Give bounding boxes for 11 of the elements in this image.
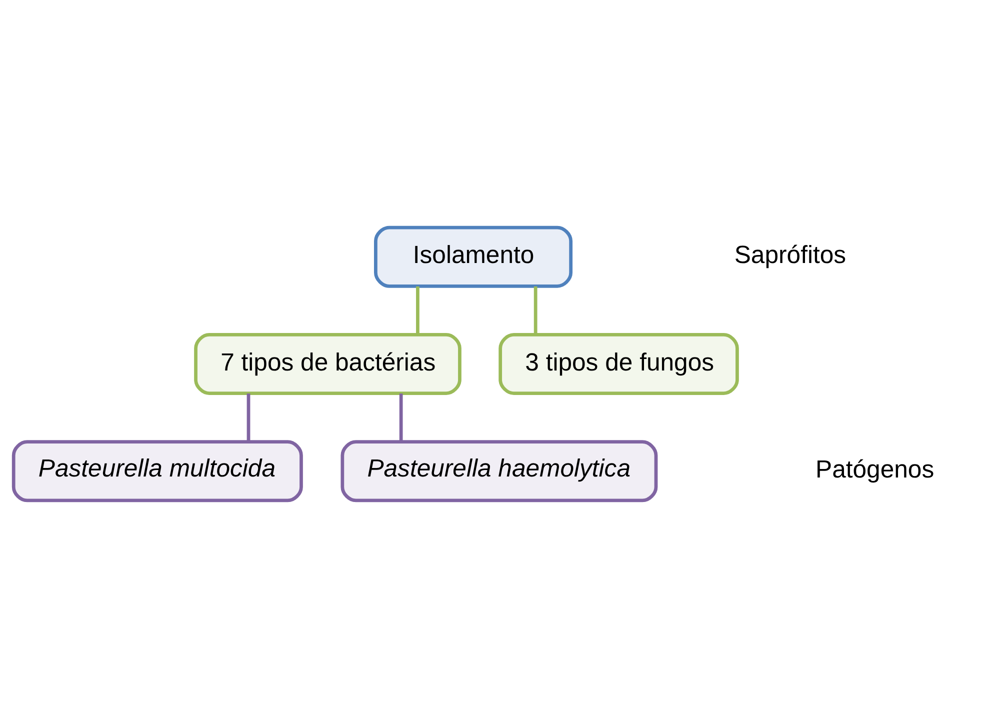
node-box: 7 tipos de bactérias <box>194 332 462 396</box>
node-box: Pasteurella multocida <box>12 440 303 502</box>
connector <box>246 394 250 442</box>
node-box: 3 tipos de fungos <box>498 332 739 396</box>
connector <box>416 286 420 335</box>
label: Saprófitos <box>734 242 846 270</box>
node-box: Pasteurella haemolytica <box>340 440 658 502</box>
connector <box>399 394 403 442</box>
node-box: Isolamento <box>374 226 573 288</box>
connector <box>534 286 538 335</box>
label: Patógenos <box>816 456 934 484</box>
